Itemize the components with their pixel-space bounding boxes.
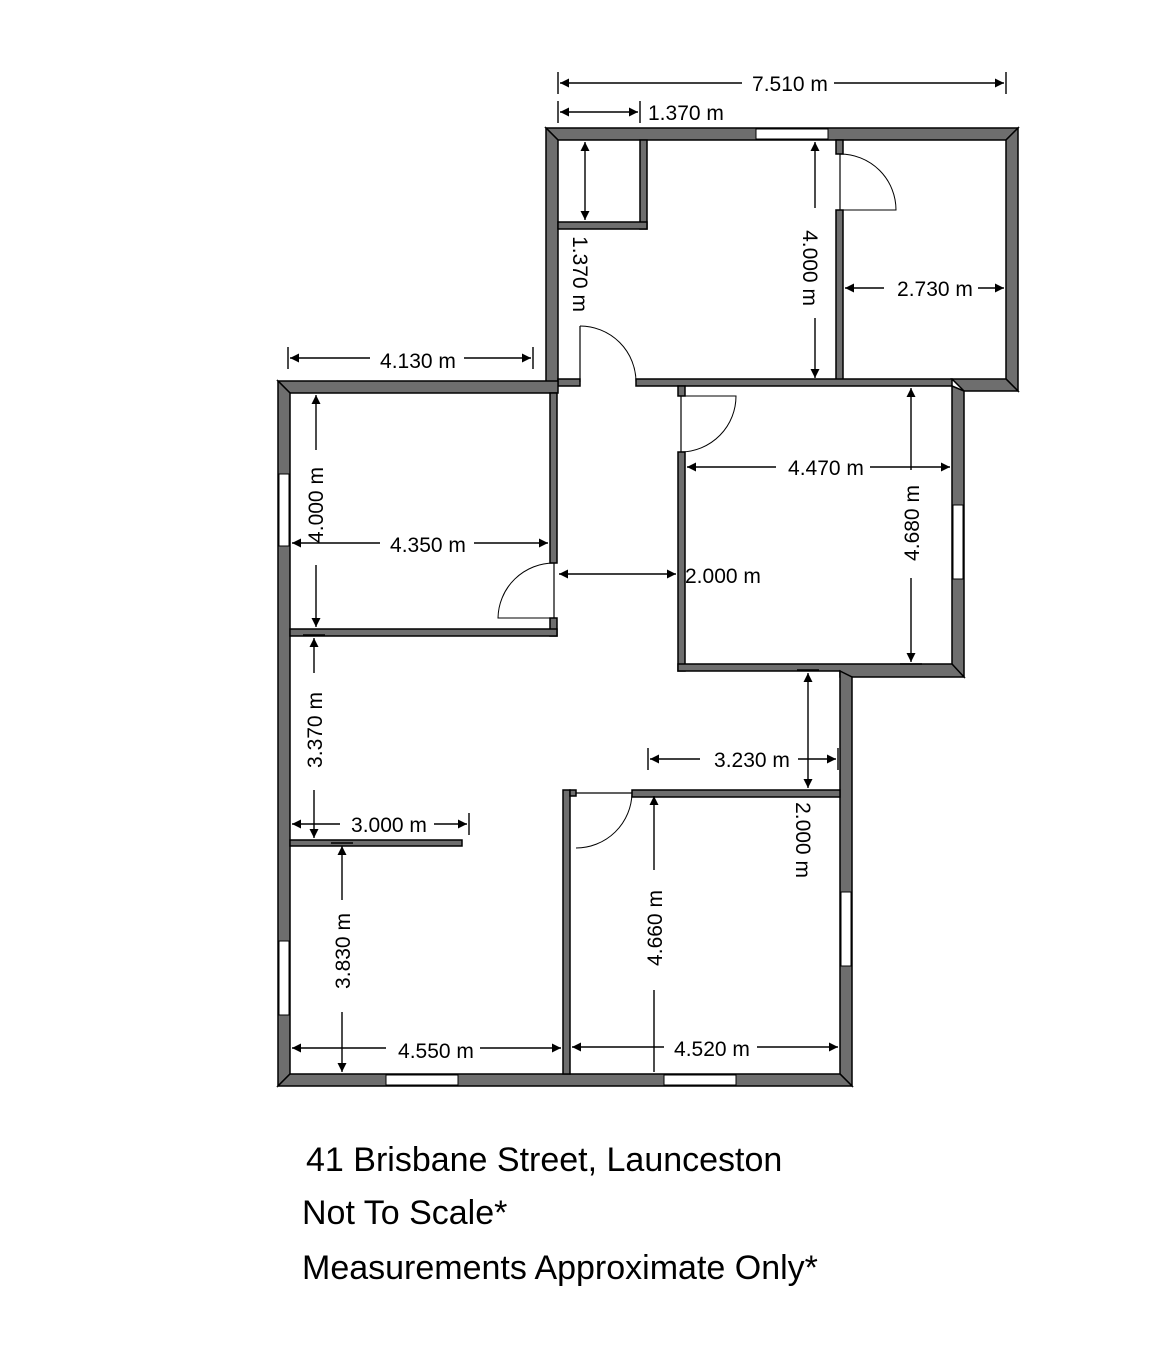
dim-bottom-left-width: 4.550 m [398,1040,474,1063]
address-caption: 41 Brisbane Street, Launceston [306,1141,783,1179]
wall-top-partition-lower [835,209,844,381]
wall-upper-left-right [549,392,558,564]
dim-top-room-height: 4.000 m [798,230,821,306]
wall-right-room-left [677,385,686,397]
dim-upper-left-width: 4.350 m [390,534,466,557]
walls [276,126,1020,1088]
wall-upper-left-top [276,380,559,394]
wall-top-bottom-b [635,378,953,387]
window-left-lower [278,940,290,1016]
dim-mid-left-height: 3.370 m [304,692,327,768]
dim-lower-right-width: 3.230 m [714,749,790,772]
wall-lower-center-cap [569,789,577,797]
wall-top-bottom-a [557,378,581,387]
wall-lower-right-top [631,789,841,798]
dim-right-room-width: 4.470 m [788,457,864,480]
measurement-note: Measurements Approximate Only* [302,1249,818,1287]
wall-top-right-bottom [950,378,1020,392]
dim-lower-hall-height: 2.000 m [791,802,814,878]
door-upper-left [497,562,555,619]
dim-right-room-height: 4.680 m [901,485,924,561]
dim-upper-left-offset: 4.130 m [380,350,456,373]
wall-lower-right-outer [839,669,853,1088]
dim-upper-left-height: 4.000 m [305,467,328,543]
door-lower-right [575,792,633,849]
window-lower-right [840,891,852,967]
window-right-room [952,504,964,580]
wall-top-right [1005,126,1019,393]
dim-lower-left-height: 3.830 m [332,913,355,989]
doors [497,153,897,849]
window-left-upper [278,473,290,547]
door-right-room [680,395,737,453]
window-top [755,128,829,140]
dim-overall-width: 7.510 m [752,73,828,96]
wall-lower-center [562,789,571,1075]
dim-top-left-height: 1.370 m [568,236,591,312]
dim-lower-left-partition: 3.000 m [351,814,427,837]
dim-bottom-right-width: 4.520 m [674,1038,750,1061]
window-bottom-left [385,1074,459,1086]
wall-closet-bottom [557,221,648,230]
scale-note: Not To Scale* [302,1194,508,1232]
wall-right-room-bottom [677,663,966,678]
wall-bottom [276,1073,854,1087]
wall-closet-side [639,139,648,230]
wall-upper-left-bottom [289,628,558,637]
wall-right-room-left-lower [677,451,686,672]
dim-top-left-width: 1.370 m [648,102,724,125]
window-bottom-right [663,1074,737,1086]
dimensions: 7.510 m 1.370 m 1.370 m 4.000 m 2.730 m … [287,72,1007,1072]
dim-top-right-width: 2.730 m [897,278,973,301]
wall-top-partition [835,139,844,155]
dim-hall-width: 2.000 m [685,565,761,588]
door-top-right [839,153,897,211]
dim-lower-right-height: 4.660 m [644,890,667,966]
wall-top-left [545,126,559,383]
windows [278,128,964,1086]
wall-lower-left-partition [289,839,463,847]
door-hall-top [579,325,637,383]
